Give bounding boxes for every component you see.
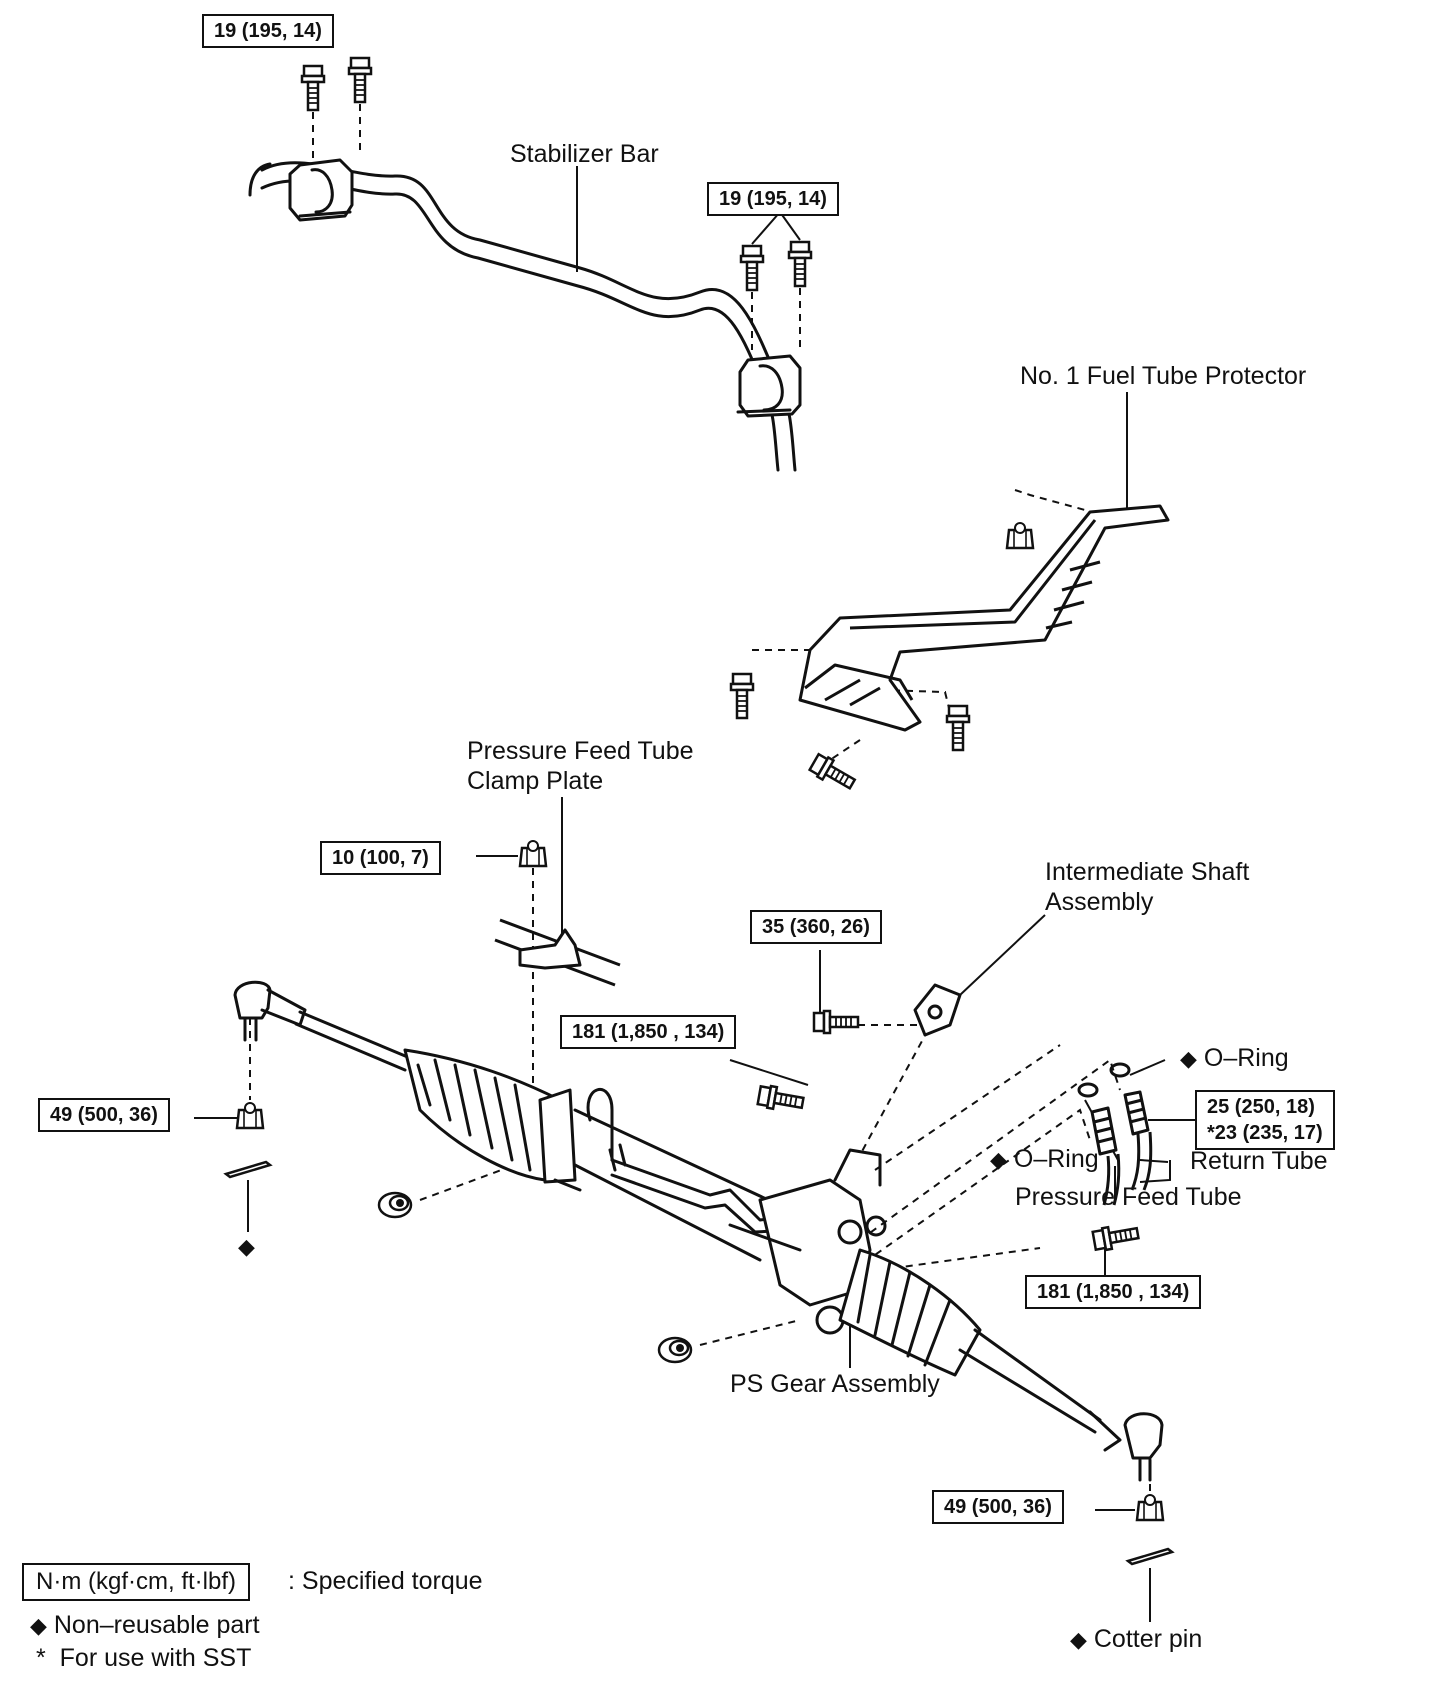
intermediate-shaft-art xyxy=(913,983,962,1037)
torque-clamp-plate-nut: 10 (100, 7) xyxy=(320,841,441,875)
o-ring-lower-label: ◆ O–Ring xyxy=(990,1145,1099,1174)
leader-lines xyxy=(194,104,1195,1622)
o-ring-lower-text: O–Ring xyxy=(1013,1145,1099,1173)
diamond-icon: ◆ xyxy=(1070,1627,1087,1652)
diamond-icon: ◆ xyxy=(1180,1046,1197,1071)
intermediate-shaft-label-line1: Intermediate Shaft xyxy=(1045,858,1250,886)
return-tube-label: Return Tube xyxy=(1190,1147,1328,1175)
torque-stab-bracket-left: 19 (195, 14) xyxy=(202,14,334,48)
torque-gear-bolt-upper: 181 (1,850 , 134) xyxy=(560,1015,737,1049)
asterisk-symbol: * xyxy=(36,1644,46,1672)
clamp-plate-label-line2: Clamp Plate xyxy=(467,767,604,795)
clamp-plate-art xyxy=(494,918,621,987)
non-reusable-diamond-left: ◆ xyxy=(238,1232,255,1261)
torque-tube-union: 25 (250, 18) *23 (235, 17) xyxy=(1195,1090,1335,1150)
legend-non-reusable-text: Non–reusable part xyxy=(53,1611,260,1639)
legend-non-reusable: ◆ Non–reusable part xyxy=(30,1610,260,1641)
o-ring-upper-label: ◆ O–Ring xyxy=(1180,1044,1289,1073)
torque-gear-bolt-lower: 181 (1,850 , 134) xyxy=(1025,1275,1202,1309)
tube-fittings-art xyxy=(1077,1062,1153,1206)
torque-tie-rod-nut-left: 49 (500, 36) xyxy=(38,1098,170,1132)
diamond-icon: ◆ xyxy=(238,1234,255,1259)
legend-sst-text: For use with SST xyxy=(59,1644,252,1672)
fuel-tube-protector-label: No. 1 Fuel Tube Protector xyxy=(1020,362,1307,390)
torque-tie-rod-nut-right: 49 (500, 36) xyxy=(932,1490,1064,1524)
cotter-pin-text: Cotter pin xyxy=(1093,1625,1203,1653)
legend-unit-description: : Specified torque xyxy=(288,1567,483,1595)
stabilizer-bar-group xyxy=(248,158,802,472)
ps-gear-assembly-art xyxy=(233,980,1164,1482)
ps-gear-assembly-label: PS Gear Assembly xyxy=(730,1370,940,1398)
clamp-plate-label-line1: Pressure Feed Tube xyxy=(467,737,694,765)
o-ring-upper-text: O–Ring xyxy=(1203,1044,1289,1072)
torque-tube-union-line2: *23 (235, 17) xyxy=(1207,1122,1323,1144)
pressure-feed-tube-label: Pressure Feed Tube xyxy=(1015,1183,1242,1211)
cotter-pin-label: ◆ Cotter pin xyxy=(1070,1625,1202,1654)
stabilizer-bar-label: Stabilizer Bar xyxy=(510,140,659,168)
torque-tube-union-line1: 25 (250, 18) xyxy=(1207,1096,1315,1118)
diamond-icon: ◆ xyxy=(990,1147,1007,1172)
fuel-tube-protector-art xyxy=(798,504,1170,732)
torque-intermediate-shaft-bolt: 35 (360, 26) xyxy=(750,910,882,944)
intermediate-shaft-label-line2: Assembly xyxy=(1045,888,1154,916)
legend-sst-note: * For use with SST xyxy=(36,1643,251,1673)
legend-unit-box: N·m (kgf·cm, ft·lbf) xyxy=(22,1563,250,1601)
diamond-icon: ◆ xyxy=(30,1613,47,1638)
torque-stab-bracket-right: 19 (195, 14) xyxy=(707,182,839,216)
